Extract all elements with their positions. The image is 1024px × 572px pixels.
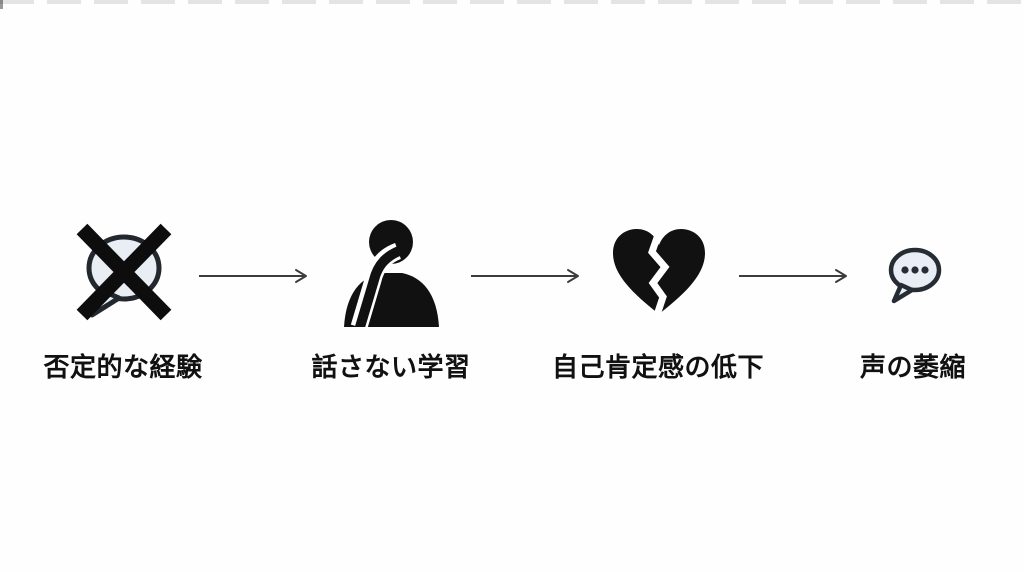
crossed-speech-bubble-icon	[76, 223, 172, 321]
step-label-voice-shrinking: 声の萎縮	[859, 352, 967, 382]
right-arrow-icon	[739, 269, 847, 283]
step-label-learning-not-to-speak: 話さない学習	[311, 352, 471, 382]
top-edge-tick	[0, 0, 3, 9]
broken-heart-icon	[613, 229, 705, 318]
face-palm-person-icon	[344, 220, 439, 327]
step-label-negative-experience: 否定的な経験	[43, 352, 203, 382]
speech-bubble-ellipsis-icon	[888, 247, 942, 304]
right-arrow-icon	[199, 269, 307, 283]
right-arrow-icon	[471, 269, 579, 283]
step-label-lowered-self-esteem: 自己肯定感の低下	[551, 352, 765, 382]
top-edge-artifact	[0, 0, 1024, 4]
